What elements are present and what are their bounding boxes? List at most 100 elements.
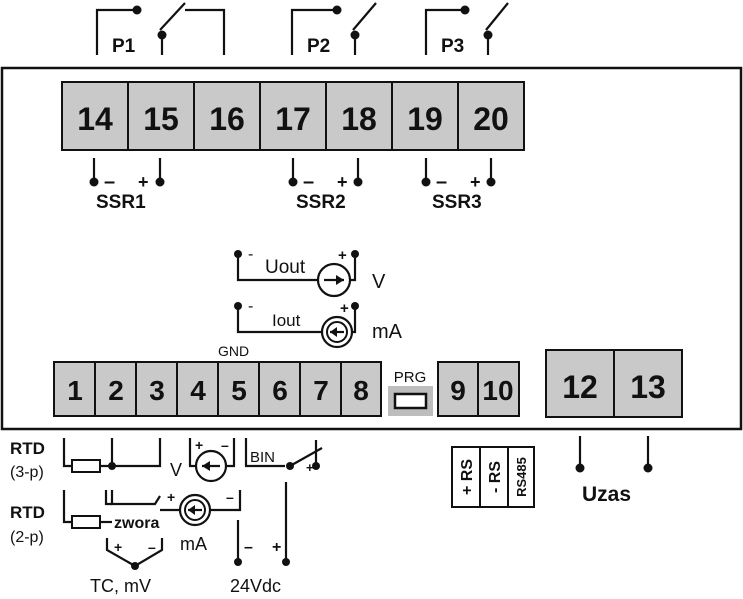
- prg-port-icon: [393, 392, 428, 410]
- rtd-title: RTD: [10, 439, 45, 458]
- terminal-number: 3: [149, 375, 165, 406]
- minus-sign: –: [303, 171, 314, 193]
- rs485-label: RS485: [514, 457, 529, 497]
- terminal-number: 14: [77, 101, 113, 137]
- plus-sign: +: [306, 460, 314, 475]
- minus-sign: –: [221, 437, 229, 453]
- rs485-label-box: + RS - RS RS485: [451, 446, 535, 508]
- voltage-unit: V: [170, 460, 182, 480]
- rtd-subtitle: (2-p): [10, 529, 44, 546]
- plus-sign: +: [338, 247, 347, 264]
- terminal-2[interactable]: [94, 361, 137, 417]
- plus-sign: +: [138, 172, 149, 192]
- plus-sign: +: [114, 539, 122, 555]
- terminal-18[interactable]: [325, 81, 393, 151]
- resistor-icon: [71, 459, 101, 473]
- terminal-number: 15: [143, 101, 179, 137]
- bin-label: BIN: [250, 449, 275, 466]
- ssr3-output: – + SSR3: [421, 158, 496, 213]
- iout-label: Iout: [272, 311, 301, 330]
- rtd-title: RTD: [10, 503, 45, 522]
- terminal-number: 12: [562, 369, 598, 405]
- minus-sign: -: [248, 246, 253, 263]
- rs-terminal-block: 9 10: [437, 361, 520, 417]
- relay-p3: P3: [424, 2, 509, 57]
- minus-sign: –: [148, 539, 156, 555]
- terminal-number: 20: [473, 101, 509, 137]
- terminal-number: 8: [353, 375, 369, 406]
- resistor-icon: [71, 515, 101, 529]
- terminal-12[interactable]: [545, 349, 615, 418]
- rtd-3p-input: RTD (3-p): [10, 438, 162, 481]
- voltage-output: - + Uout V: [234, 246, 386, 298]
- prg-label: PRG: [394, 369, 427, 386]
- prg-connector[interactable]: PRG: [388, 369, 433, 416]
- relay-label: P2: [307, 36, 330, 57]
- terminal-3[interactable]: [135, 361, 178, 417]
- current-input: + – mA: [160, 489, 242, 554]
- terminal-9[interactable]: [437, 361, 479, 417]
- minus-sign: –: [226, 489, 234, 505]
- current-unit: mA: [372, 321, 403, 343]
- terminal-number: 2: [108, 375, 124, 406]
- voltage-unit: V: [372, 271, 386, 293]
- ssr1-output: – + SSR1: [89, 158, 165, 213]
- minus-sign: –: [104, 171, 115, 193]
- thermocouple-input: + – TC, mV: [90, 538, 164, 596]
- supply-uzas: Uzas: [575, 436, 653, 506]
- terminal-15[interactable]: [127, 81, 195, 151]
- terminal-number: 5: [231, 375, 247, 406]
- minus-rs-label: - RS: [487, 461, 504, 493]
- terminal-16[interactable]: [193, 81, 261, 151]
- minus-sign: -: [248, 298, 253, 315]
- binary-input: BIN + – + 24Vdc: [230, 438, 323, 596]
- terminal-number: 17: [275, 101, 311, 137]
- zwora-label: zwora: [114, 515, 159, 532]
- plus-sign: +: [195, 437, 203, 453]
- uzas-label: Uzas: [582, 483, 631, 506]
- power-terminal-block: 12 13: [545, 349, 683, 418]
- rtd-2p-input: RTD (2-p) zwora: [10, 490, 161, 546]
- terminal-5[interactable]: [217, 361, 260, 417]
- plus-sign: +: [340, 300, 349, 317]
- top-terminal-block: 14 15 16 17 18 19 20: [61, 81, 525, 151]
- minus-sign: –: [244, 539, 253, 556]
- terminal-8[interactable]: [340, 361, 382, 417]
- relay-label: P1: [112, 36, 136, 57]
- uout-label: Uout: [265, 257, 306, 278]
- terminal-number: 10: [482, 375, 513, 406]
- plus-rs-label: + RS: [459, 459, 476, 495]
- ssr2-output: – + SSR2: [288, 158, 363, 213]
- minus-sign: –: [436, 171, 447, 193]
- ssr-label: SSR1: [96, 192, 146, 213]
- terminal-7[interactable]: [299, 361, 342, 417]
- terminal-number: 16: [209, 101, 245, 137]
- ssr-label: SSR2: [296, 192, 346, 213]
- relay-p2: P2: [290, 2, 377, 57]
- vdc-label: 24Vdc: [230, 576, 281, 596]
- terminal-20[interactable]: [457, 81, 525, 151]
- terminal-10[interactable]: [477, 361, 520, 417]
- voltage-input: + – V: [170, 437, 236, 483]
- terminal-number: 18: [341, 101, 377, 137]
- plus-sign: +: [337, 172, 348, 192]
- terminal-number: 19: [407, 101, 443, 137]
- terminal-number: 7: [313, 375, 329, 406]
- terminal-13[interactable]: [613, 349, 683, 418]
- relay-label: P3: [441, 36, 464, 57]
- bottom-terminal-block: 1 2 3 4 5 6 7 8: [53, 361, 382, 417]
- terminal-19[interactable]: [391, 81, 459, 151]
- plus-sign: +: [167, 489, 175, 505]
- gnd-label: GND: [218, 343, 249, 359]
- relay-p1: P1: [95, 2, 226, 57]
- terminal-number: 9: [450, 375, 466, 406]
- current-unit: mA: [180, 534, 207, 554]
- terminal-number: 13: [630, 369, 666, 405]
- rtd-subtitle: (3-p): [10, 464, 44, 481]
- ssr-label: SSR3: [432, 192, 482, 213]
- plus-sign: +: [470, 172, 481, 192]
- terminal-number: 6: [272, 375, 288, 406]
- terminal-number: 1: [67, 375, 83, 406]
- terminal-6[interactable]: [258, 361, 301, 417]
